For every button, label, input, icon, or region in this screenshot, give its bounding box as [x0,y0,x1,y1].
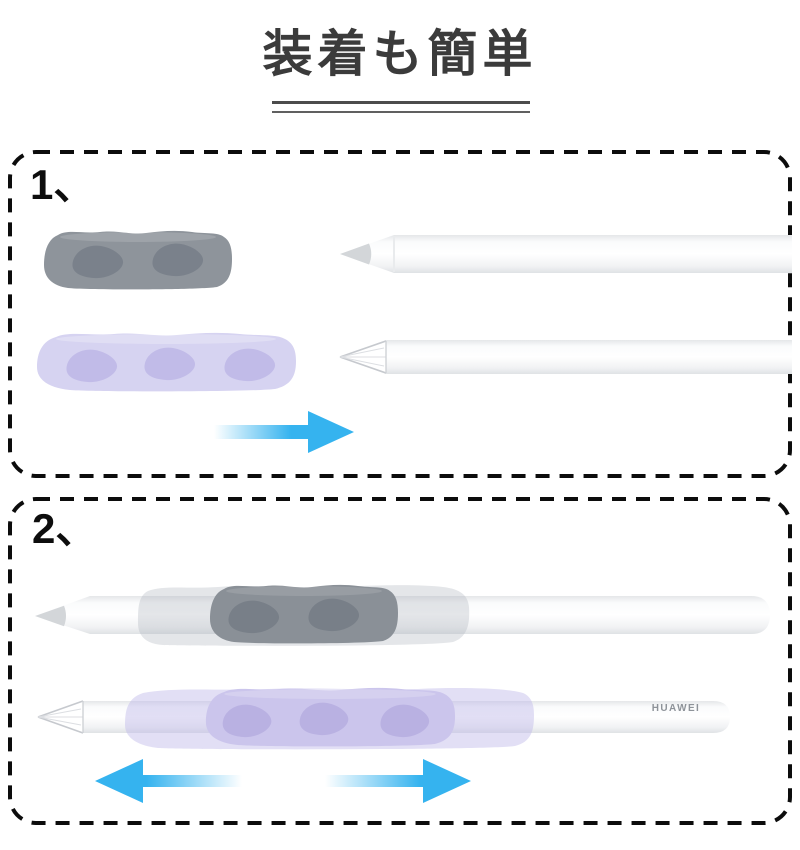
step-2-dashed-border [8,497,792,825]
gray-grip [44,230,232,290]
stylus-body [340,340,792,374]
stylus-tip [340,243,372,265]
purple-grip [37,332,296,392]
gray-grip-mounted [210,584,398,644]
arrow-left-right-icon [95,759,471,803]
step-2-label: 2、 [32,505,98,552]
stylus-with-purple-grip: HUAWEI [37,687,730,750]
step-1-dashed-border [8,150,792,478]
arrow-right-icon [214,411,354,453]
step-1-label: 1、 [30,161,96,208]
page-title: 装着も簡単 [262,26,538,82]
purple-grip-mounted [205,687,456,747]
title-underline [272,101,530,113]
stylus-body [340,235,792,273]
stylus-clear-tip [339,340,792,374]
huawei-logo-text: HUAWEI [652,703,700,714]
stylus-apple-style [340,235,792,273]
arrow-left-icon [95,759,242,803]
stylus-tip [35,605,66,627]
stylus-with-gray-grip [35,584,770,646]
arrow-right-icon [325,759,471,803]
